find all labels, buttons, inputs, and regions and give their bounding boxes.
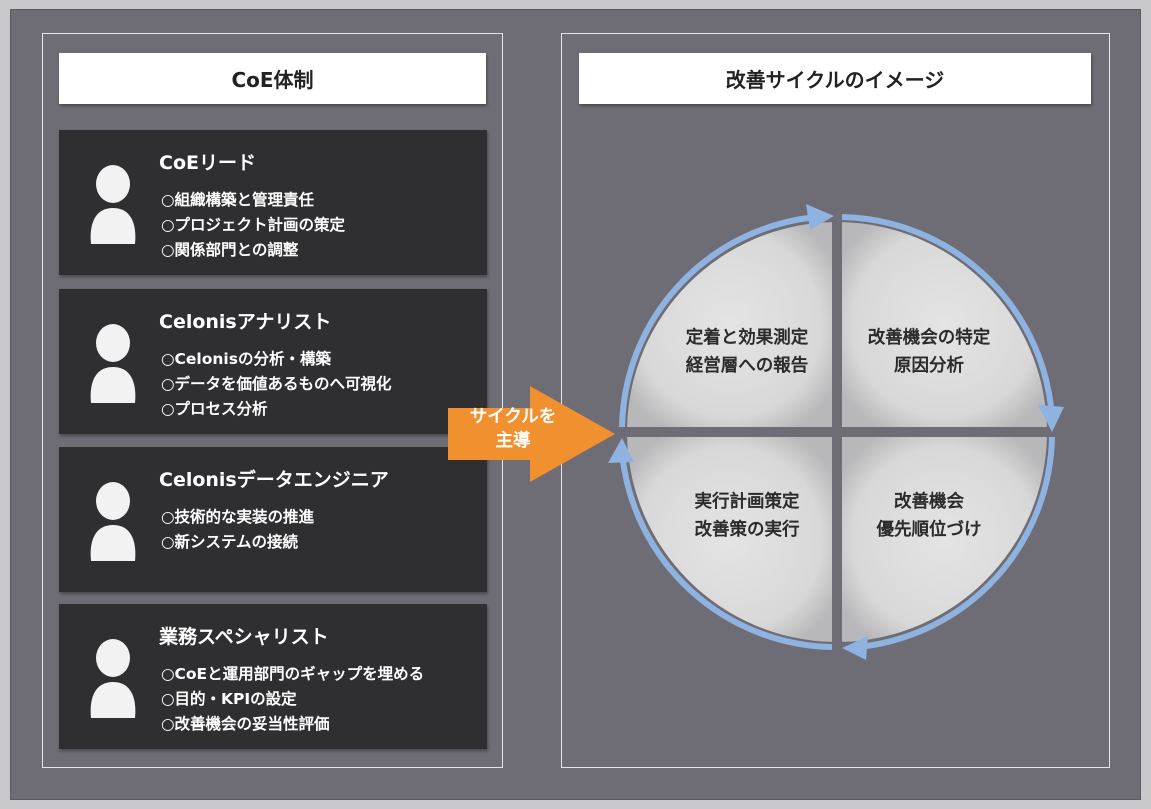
coe-structure-header: CoE体制	[59, 53, 486, 104]
quadrant-label-bottom-left: 実行計画策定 改善策の実行	[672, 488, 822, 544]
quadrant-top-right	[842, 222, 1047, 427]
role-card-celonis-analyst: Celonisアナリスト ○Celonisの分析・構築 ○データを価値あるものへ…	[59, 289, 487, 434]
quadrant-line: 改善機会	[894, 492, 964, 512]
role-responsibilities: ○技術的な実装の推進 ○新システムの接続	[161, 505, 314, 555]
quadrant-label-top-left: 定着と効果測定 経営層への報告	[672, 324, 822, 380]
quadrant-line: 優先順位づけ	[876, 520, 982, 540]
role-responsibilities: ○CoEと運用部門のギャップを埋める ○目的・KPIの設定 ○改善機会の妥当性評…	[161, 662, 424, 737]
cycle-arc-top-right	[841, 214, 1054, 408]
cycle-arc-bottom-left	[619, 456, 833, 650]
role-title: Celonisデータエンジニア	[159, 469, 389, 491]
responsibility-item: ○新システムの接続	[161, 533, 299, 551]
responsibility-item: ○関係部門との調整	[161, 241, 299, 259]
cycle-arc-top-left	[619, 214, 813, 428]
responsibility-item: ○CoEと運用部門のギャップを埋める	[161, 665, 425, 683]
role-title: 業務スペシャリスト	[159, 626, 329, 648]
lead-cycle-label-line2: 主導	[495, 431, 531, 451]
person-icon	[90, 482, 136, 561]
quadrant-line: 経営層への報告	[685, 356, 809, 376]
responsibility-item: ○組織構築と管理責任	[161, 191, 315, 209]
coe-structure-panel	[42, 33, 503, 768]
quadrant-bottom-left	[627, 437, 832, 642]
cycle-arrowhead-right	[1038, 405, 1064, 432]
role-title: CoEリード	[159, 152, 256, 174]
role-card-business-specialist: 業務スペシャリスト ○CoEと運用部門のギャップを埋める ○目的・KPIの設定 …	[59, 604, 487, 749]
lead-cycle-arrow	[448, 386, 615, 482]
quadrant-line: 改善策の実行	[694, 520, 800, 540]
quadrant-line: 定着と効果測定	[685, 328, 809, 348]
role-card-coe-lead: CoEリード ○組織構築と管理責任 ○プロジェクト計画の策定 ○関係部門との調整	[59, 130, 487, 275]
person-icon	[90, 639, 136, 718]
cycle-arrowhead-bottom	[842, 636, 868, 660]
cycle-arrowhead-left	[608, 438, 634, 463]
responsibility-item: ○Celonisの分析・構築	[161, 350, 331, 368]
role-responsibilities: ○Celonisの分析・構築 ○データを価値あるものへ可視化 ○プロセス分析	[161, 347, 392, 422]
improvement-cycle-header: 改善サイクルのイメージ	[579, 53, 1091, 104]
lead-cycle-label-line1: サイクルを	[469, 407, 557, 427]
cycle-arc-bottom-right	[861, 436, 1055, 650]
responsibility-item: ○技術的な実装の推進	[161, 508, 315, 526]
quadrant-line: 改善機会の特定	[867, 328, 991, 348]
responsibility-item: ○目的・KPIの設定	[161, 690, 297, 708]
responsibility-item: ○プロセス分析	[161, 400, 268, 418]
improvement-cycle-title: 改善サイクルのイメージ	[725, 68, 945, 92]
quadrant-bottom-right	[842, 437, 1047, 642]
quadrant-label-bottom-right: 改善機会 優先順位づけ	[854, 488, 1004, 544]
role-title: Celonisアナリスト	[159, 311, 332, 333]
quadrant-line: 実行計画策定	[694, 492, 800, 512]
role-responsibilities: ○組織構築と管理責任 ○プロジェクト計画の策定 ○関係部門との調整	[161, 188, 345, 263]
responsibility-item: ○データを価値あるものへ可視化	[161, 375, 392, 393]
quadrant-top-left	[627, 222, 832, 427]
improvement-cycle-panel	[561, 33, 1110, 768]
lead-cycle-label: サイクルを 主導	[448, 405, 578, 453]
responsibility-item: ○プロジェクト計画の策定	[161, 216, 346, 234]
quadrant-line: 原因分析	[894, 356, 964, 376]
quadrant-label-top-right: 改善機会の特定 原因分析	[854, 324, 1004, 380]
role-card-celonis-data-engineer: Celonisデータエンジニア ○技術的な実装の推進 ○新システムの接続	[59, 447, 487, 592]
coe-structure-title: CoE体制	[231, 68, 314, 92]
person-icon	[90, 324, 136, 403]
person-icon	[90, 165, 136, 244]
responsibility-item: ○改善機会の妥当性評価	[161, 715, 330, 733]
cycle-arrowhead-top	[806, 204, 834, 230]
